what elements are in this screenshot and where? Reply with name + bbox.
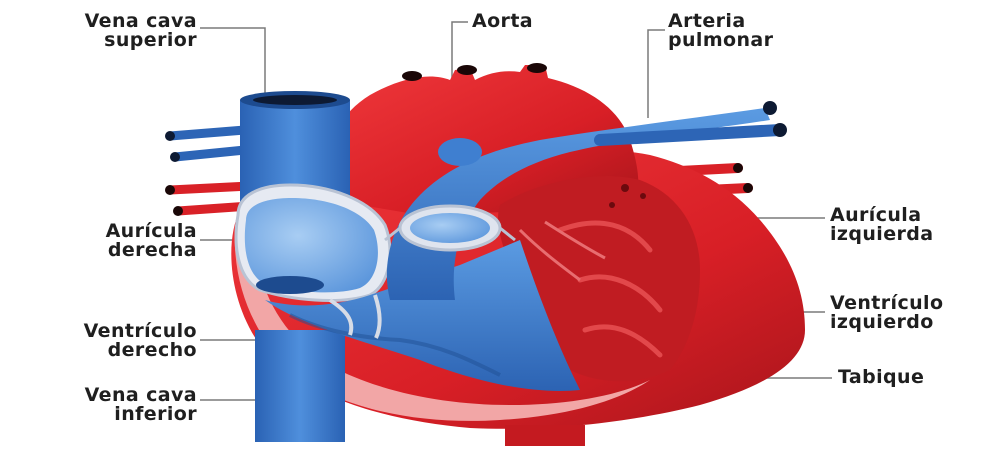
label-vena-cava-inferior: Vena cava inferior xyxy=(32,386,197,424)
leader-vena-cava-superior xyxy=(200,28,265,100)
label-tabique: Tabique xyxy=(838,368,924,387)
label-auricula-derecha: Aurícula derecha xyxy=(32,222,197,260)
pulmonary-veins-right xyxy=(165,130,250,216)
label-arteria-pulmonar: Arteria pulmonar xyxy=(668,12,773,50)
label-ventriculo-derecho: Ventrículo derecho xyxy=(32,322,197,360)
label-auricula-izquierda: Aurícula izquierda xyxy=(830,206,934,244)
label-ventriculo-izquierdo: Ventrículo izquierdo xyxy=(830,294,943,332)
label-aorta: Aorta xyxy=(472,12,533,31)
label-vena-cava-superior: Vena cava superior xyxy=(32,12,197,50)
vena-cava-inferior xyxy=(255,330,345,442)
leader-arteria-pulmonar xyxy=(648,30,665,118)
